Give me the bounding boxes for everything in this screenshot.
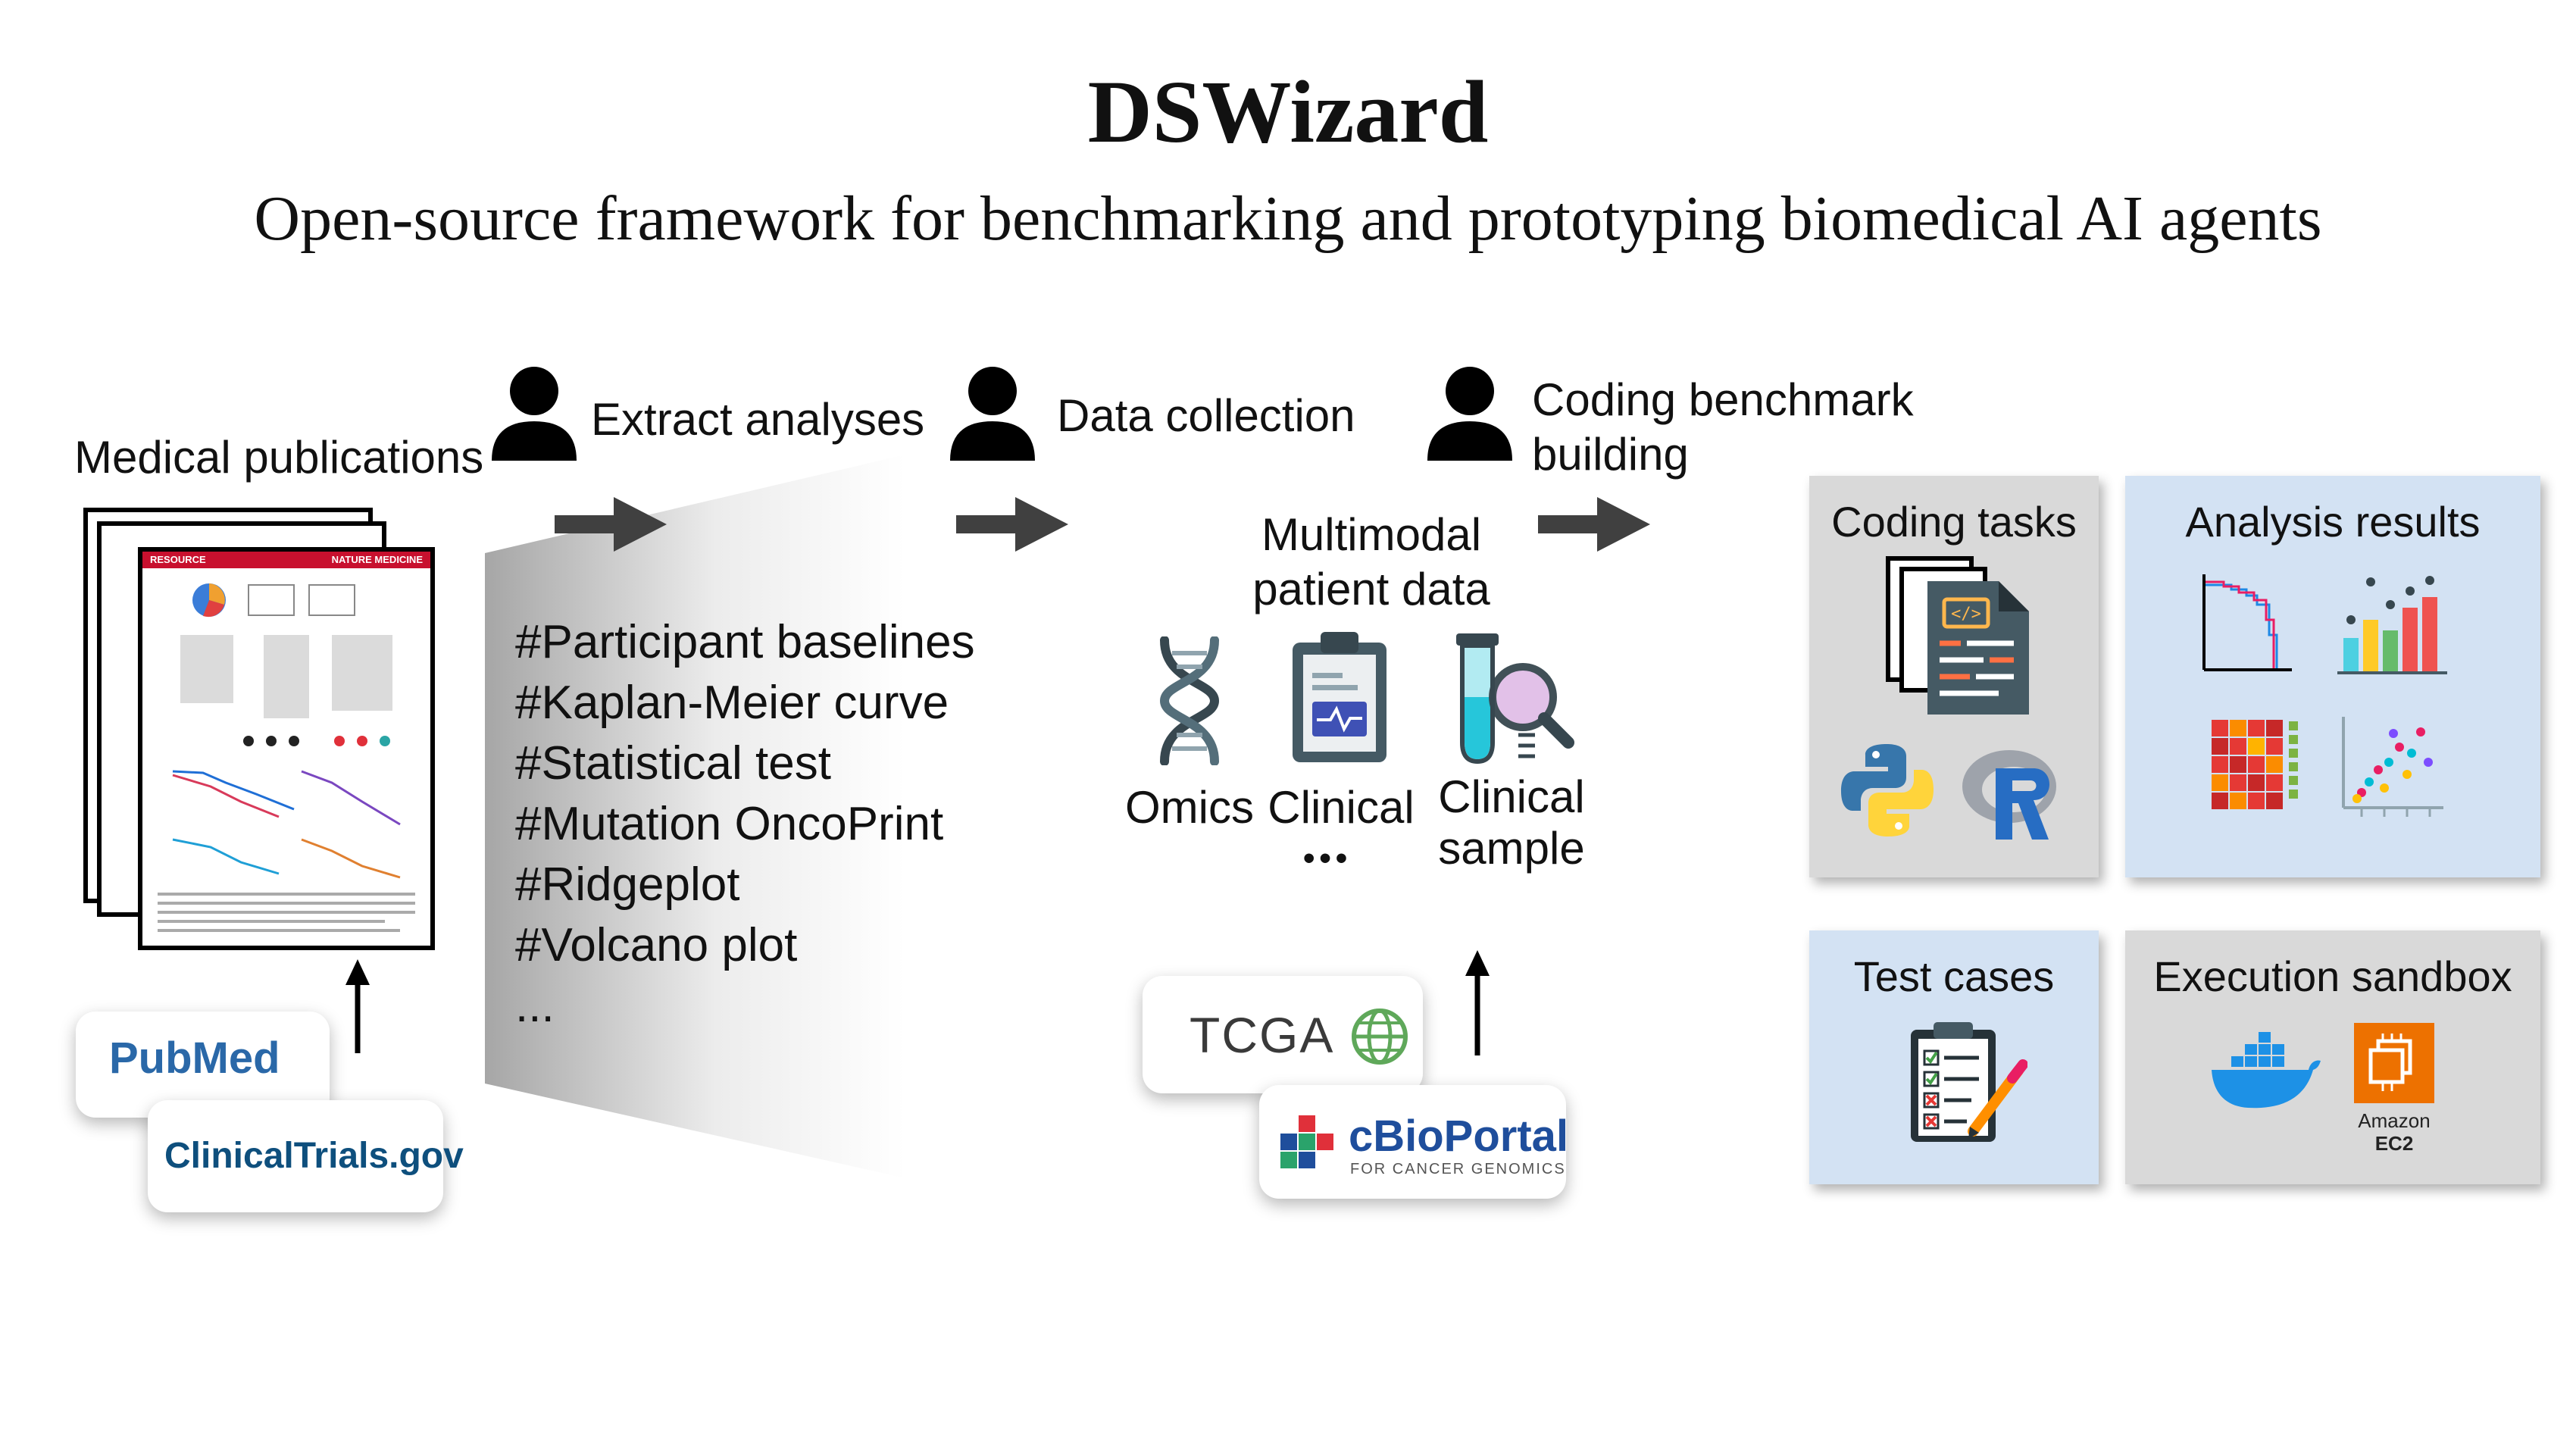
- analysis-item: #Participant baselines: [515, 616, 975, 668]
- test-tube-icon: [1456, 633, 1574, 765]
- step-benchmark-label: Coding benchmark building: [1532, 373, 1914, 482]
- coding-tasks-title: Coding tasks: [1831, 498, 2077, 546]
- python-icon: [1841, 744, 1934, 837]
- clinical-sample-label-line: Clinical: [1438, 771, 1585, 822]
- cbioportal-logo-text: cBioPortal: [1349, 1112, 1569, 1161]
- up-arrow-publications: [345, 959, 370, 1053]
- pubmed-logo: PubMed: [76, 1012, 330, 1118]
- test-cases-panel: Test cases: [1809, 930, 2099, 1184]
- person-icon-benchmark: [1427, 367, 1512, 461]
- clinical-sample-label: Clinical sample: [1424, 771, 1599, 874]
- analysis-item: #Mutation OncoPrint: [515, 798, 944, 850]
- more-data-ellipsis: •••: [1303, 840, 1352, 877]
- analyses-list: #Participant baselines #Kaplan-Meier cur…: [515, 612, 975, 1037]
- paper-figure-thumbnail: [158, 583, 415, 932]
- step-extract-analyses-label: Extract analyses: [591, 394, 925, 445]
- multimodal-title-line: Multimodal: [1261, 509, 1482, 560]
- r-language-icon: [1962, 750, 2056, 840]
- scatter-plot-icon: [2342, 717, 2443, 817]
- code-file-icon: </>: [1886, 556, 2029, 715]
- omics-label: Omics: [1125, 782, 1254, 833]
- arrow-data-collection: [956, 497, 1068, 552]
- analysis-results-title: Analysis results: [2185, 498, 2481, 546]
- clipboard-icon: [1293, 632, 1386, 762]
- clinical-sample-label-line: sample: [1438, 823, 1585, 874]
- multimodal-title-line: patient data: [1252, 564, 1490, 614]
- amazon-ec2-label-amazon: Amazon: [2358, 1109, 2431, 1132]
- person-icon-data-collection: [950, 367, 1035, 461]
- paper-header-bar: [142, 552, 430, 568]
- cbioportal-logo-subtext: FOR CANCER GENOMICS: [1350, 1161, 1566, 1177]
- survival-curve-icon: [2202, 574, 2292, 671]
- bar-chart-icon: [2337, 576, 2447, 674]
- pubmed-logo-text: PubMed: [109, 1034, 280, 1083]
- diagram-title: DSWizard: [1087, 62, 1489, 161]
- paper-header-left: RESOURCE: [150, 554, 206, 565]
- analysis-results-panel: Analysis results: [2125, 476, 2540, 877]
- dna-icon: [1159, 636, 1220, 765]
- execution-sandbox-panel: Execution sandbox Amazon EC2: [2125, 930, 2540, 1184]
- amazon-ec2-icon: [2354, 1023, 2434, 1103]
- paper-stack: RESOURCE NATURE MEDICINE: [83, 508, 447, 962]
- analysis-item: ...: [515, 980, 555, 1032]
- analysis-item: #Kaplan-Meier curve: [515, 677, 949, 729]
- amazon-ec2-label-ec2: EC2: [2374, 1132, 2414, 1155]
- diagram-subtitle: Open-source framework for benchmarking a…: [254, 183, 2322, 254]
- coding-tasks-panel: Coding tasks </>: [1809, 476, 2099, 877]
- step-data-collection-label: Data collection: [1057, 390, 1355, 441]
- paper-header-right: NATURE MEDICINE: [331, 554, 423, 565]
- test-cases-title: Test cases: [1853, 952, 2055, 1000]
- arrow-benchmark: [1538, 497, 1650, 552]
- paper-sheet-front: RESOURCE NATURE MEDICINE: [138, 547, 435, 950]
- clinical-label: Clinical: [1268, 782, 1415, 833]
- up-arrow-data-sources: [1465, 950, 1490, 1055]
- analysis-item: #Ridgeplot: [515, 858, 740, 911]
- step-benchmark-label-line: building: [1532, 429, 1689, 480]
- medical-publications-label: Medical publications: [74, 432, 484, 483]
- checklist-icon: [1911, 1022, 2027, 1142]
- tcga-globe-icon: [1352, 1009, 1408, 1065]
- analysis-item: #Statistical test: [515, 737, 831, 790]
- cbioportal-logo: cBioPortal FOR CANCER GENOMICS: [1259, 1085, 1569, 1199]
- tcga-logo-text: TCGA: [1190, 1007, 1335, 1063]
- svg-text:</>: </>: [1951, 605, 1981, 624]
- step-benchmark-label-line: Coding benchmark: [1532, 374, 1914, 425]
- person-icon-extract: [492, 367, 577, 461]
- multimodal-title: Multimodal patient data: [1182, 508, 1561, 617]
- analysis-item: #Volcano plot: [515, 919, 798, 971]
- cbioportal-mark-icon: [1280, 1115, 1333, 1168]
- heatmap-icon: [2212, 720, 2298, 809]
- arrow-extract: [555, 497, 667, 552]
- clinicaltrials-logo: ClinicalTrials.gov: [148, 1100, 464, 1212]
- tcga-logo: TCGA: [1143, 976, 1423, 1093]
- docker-icon: [2212, 1032, 2321, 1109]
- clinicaltrials-logo-text: ClinicalTrials.gov: [164, 1136, 464, 1176]
- execution-sandbox-title: Execution sandbox: [2153, 952, 2512, 1000]
- analyses-fan-background: [485, 455, 905, 1178]
